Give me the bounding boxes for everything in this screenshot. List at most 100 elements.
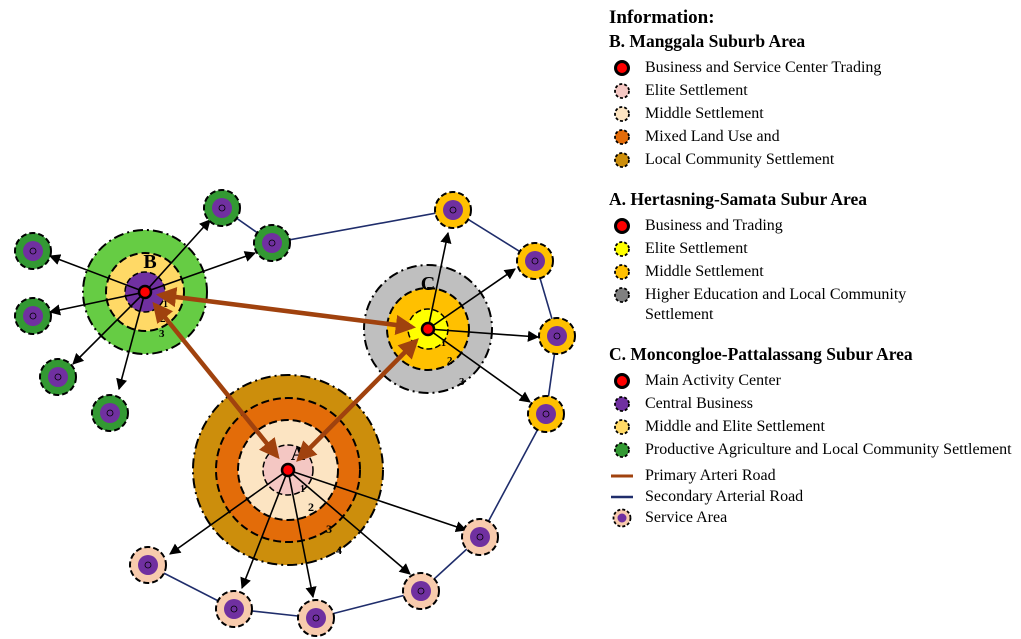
legend-item: Service Area	[611, 508, 1017, 528]
primary-road-c-a	[296, 338, 419, 462]
area-b-ring-1-label: 1	[163, 299, 168, 310]
legend-item: Mixed Land Use and	[611, 127, 1017, 147]
service-node-b-2	[14, 297, 52, 335]
legend-item-label: Local Community Settlement	[645, 151, 835, 168]
area-c-center-point	[420, 321, 436, 337]
brown-dashed-circle-icon	[611, 150, 633, 170]
service-node-a-2	[215, 590, 253, 628]
red-dot-circle-icon	[611, 371, 633, 391]
legend-item: Business and Service Center Trading	[611, 58, 1017, 78]
legend-section-manggala: B. Manggala Suburb Area Business and Ser…	[597, 30, 1017, 170]
legend-item: Main Activity Center	[611, 371, 1017, 391]
arrow-a-to-southwest	[240, 469, 289, 590]
arrow-b-to-northeast	[144, 251, 257, 293]
legend-item: Business and Trading	[611, 216, 1017, 236]
legend-item: Productive Agriculture and Local Communi…	[611, 440, 1017, 460]
service-arrows	[48, 219, 540, 599]
area-a-ring-2-label: 2	[308, 500, 314, 514]
green-dashed-circle-icon	[611, 440, 633, 460]
area-a-ring-4-label: 4	[336, 543, 342, 557]
service-node-a-1	[129, 546, 167, 584]
area-a-service-nodes	[129, 518, 499, 637]
arrow-a-to-east	[287, 469, 468, 533]
service-node-b-1	[14, 232, 52, 270]
legend-section-roads: Primary Arteri Road Secondary Arterial R…	[597, 466, 1017, 528]
red-dot-circle-icon	[611, 216, 633, 236]
arrow-c-to-east	[427, 328, 540, 342]
service-node-a-5	[461, 518, 499, 556]
legend-item-label: Elite Settlement	[645, 240, 748, 257]
legend-section-heading: C. Moncongloe-Pattalassang Subur Area	[609, 344, 913, 364]
area-c-ring-2-label: 2	[447, 355, 453, 367]
legend-section-heading: B. Manggala Suburb Area	[609, 31, 806, 51]
legend-item-label: Business and Service Center Trading	[645, 59, 882, 76]
arrow-c-to-north	[427, 231, 452, 330]
area-c-label: C	[421, 273, 435, 295]
service-node-c-2	[516, 242, 554, 280]
area-c-service-nodes	[434, 191, 576, 433]
secondary-road-line-icon	[611, 487, 633, 507]
primary-arterial-roads	[152, 286, 419, 462]
arrow-b-to-north	[144, 219, 211, 293]
primary-road-b-a	[152, 301, 280, 460]
legend-item: Middle and Elite Settlement	[611, 417, 1017, 437]
service-node-a-4	[402, 572, 440, 610]
legend-item: Local Community Settlement	[611, 150, 1017, 170]
service-node-b-3	[39, 358, 77, 396]
legend-item-label: Central Business	[645, 395, 753, 412]
legend-item-label: Middle and Elite Settlement	[645, 418, 825, 435]
arrow-b-to-southwest	[72, 291, 146, 365]
area-b-service-nodes	[14, 189, 291, 432]
service-node-c-3	[538, 317, 576, 355]
service-node-c-4	[527, 395, 565, 433]
area-c-ring-1-label: 1	[441, 338, 446, 349]
area-a-ring-3-label: 3	[326, 522, 332, 536]
arrow-b-to-south	[116, 291, 146, 391]
legend-item-label: Middle Settlement	[645, 105, 764, 122]
legend-item: Middle Settlement	[611, 262, 1017, 282]
area-b-center-point	[137, 284, 153, 300]
legend-item-label: Main Activity Center	[645, 372, 781, 389]
legend-section-moncongloe: C. Moncongloe-Pattalassang Subur Area Ma…	[597, 343, 1017, 460]
service-node-b-6	[253, 224, 291, 262]
legend-item: Middle Settlement	[611, 104, 1017, 124]
service-node-b-4	[91, 394, 129, 432]
legend-item-label: Elite Settlement	[645, 82, 748, 99]
legend-item-label: Secondary Arterial Road	[645, 488, 804, 505]
pink-dashed-circle-icon	[611, 81, 633, 101]
legend-item-label: Service Area	[645, 509, 728, 526]
yellow-dashed-circle-icon	[611, 239, 633, 259]
arrow-b-to-west2	[48, 291, 146, 316]
purple-dashed-circle-icon	[611, 394, 633, 414]
gray-dashed-circle-icon	[611, 285, 633, 305]
arrow-a-to-southeast	[287, 469, 411, 575]
area-c-ring-3-label: 3	[459, 376, 465, 388]
legend-item-label: Productive Agriculture and Local Communi…	[645, 441, 1012, 458]
area-a-ring-1-label: 1	[300, 484, 305, 495]
arrow-a-to-west	[169, 469, 289, 555]
legend-item-label: Business and Trading	[645, 217, 783, 234]
legend-title: Information:	[609, 7, 715, 28]
legend-item: Higher Education and Local Community Set…	[611, 285, 1017, 325]
legend-item-label: Mixed Land Use and	[645, 128, 780, 145]
orange-dashed-circle-icon	[611, 127, 633, 147]
legend-item: Central Business	[611, 394, 1017, 414]
legend-section-heading: A. Hertasning-Samata Subur Area	[609, 189, 867, 209]
legend-item-label: Primary Arteri Road	[645, 467, 776, 484]
area-a-center-point	[280, 462, 296, 478]
service-node-c-1	[434, 191, 472, 229]
legend-section-hertasning: A. Hertasning-Samata Subur Area Business…	[597, 188, 1017, 325]
legend-item-label: Higher Education and Local Community Set…	[645, 286, 907, 323]
red-dot-circle-icon	[611, 58, 633, 78]
legend-item: Elite Settlement	[611, 81, 1017, 101]
legend-panel: Information: B. Manggala Suburb Area Bus…	[597, 6, 1017, 546]
area-b-label: B	[143, 251, 156, 273]
legend-item: Secondary Arterial Road	[611, 487, 1017, 507]
primary-road-line-icon	[611, 466, 633, 486]
service-node-a-3	[297, 599, 335, 637]
arrow-c-to-northeast	[427, 268, 516, 330]
lightgold-dashed-circle-icon	[611, 417, 633, 437]
suburb-structure-diagram: B 1 2 3 C 1 2 3 A 1 2 3 4	[14, 189, 576, 637]
primary-road-b-c	[155, 286, 417, 336]
legend-item: Primary Arteri Road	[611, 466, 1017, 486]
